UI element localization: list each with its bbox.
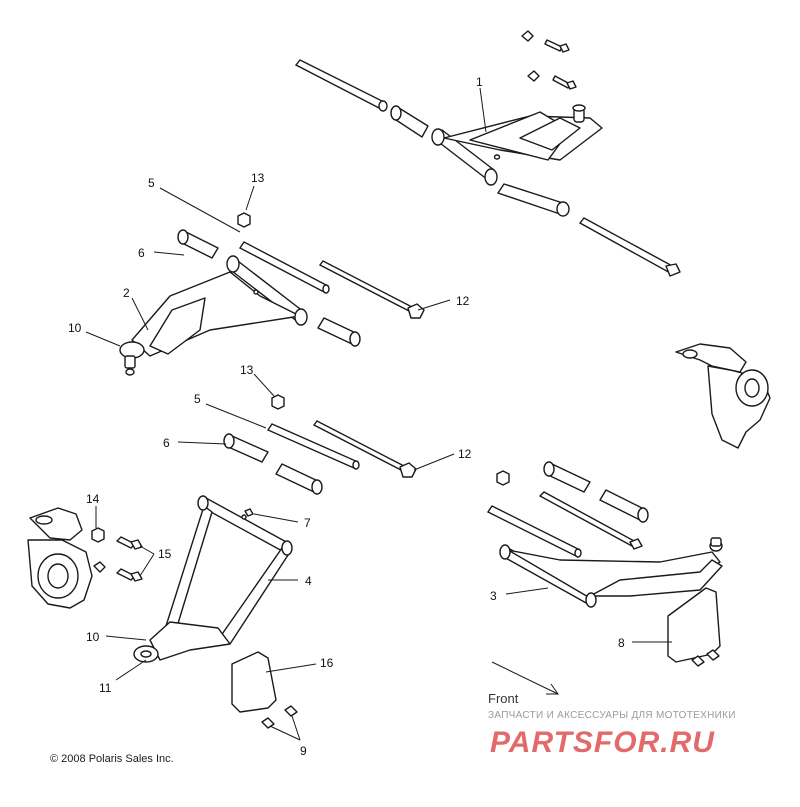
callout-2: 2 [123, 286, 130, 300]
screws-8 [691, 649, 720, 667]
callout-6a: 6 [138, 246, 145, 260]
bushing-6-upper [177, 229, 219, 259]
callout-10b: 10 [86, 630, 100, 644]
callout-12b: 12 [458, 447, 472, 461]
callout-16: 16 [320, 656, 334, 670]
bushing-6-middle [223, 433, 269, 463]
callout-13a: 13 [251, 171, 265, 185]
callout-5a: 5 [148, 176, 155, 190]
shaft-lower-right [486, 505, 582, 558]
front-direction-indicator: Front [488, 661, 559, 706]
nut-14 [91, 527, 105, 543]
steering-knuckle-right [675, 343, 771, 449]
nut-13-upper [237, 212, 251, 228]
bushing-lower-right-b [599, 489, 649, 523]
callout-6b: 6 [163, 436, 170, 450]
callout-numbers: 1 2 3 4 5 5 6 6 7 8 9 10 10 11 12 12 13 … [68, 75, 625, 758]
shaft-5-upper [238, 241, 330, 294]
callout-7: 7 [304, 516, 311, 530]
guard-plate-8 [667, 587, 721, 663]
callout-9: 9 [300, 744, 307, 758]
bushing-middle-lower [275, 463, 323, 495]
bushing-upper-left [390, 105, 429, 138]
nut-lower-right [496, 470, 510, 486]
callout-8: 8 [618, 636, 625, 650]
watermark-logo: PARTSFOR.RU [490, 726, 715, 759]
shaft-5-middle [266, 423, 360, 470]
callout-3: 3 [490, 589, 497, 603]
control-arm-4 [133, 495, 293, 663]
bolts-upper [521, 30, 577, 90]
copyright-text: © 2008 Polaris Sales Inc. [50, 753, 174, 765]
long-rod-upper-right [578, 217, 681, 277]
callout-4: 4 [305, 574, 312, 588]
long-rod-upper-left [294, 59, 388, 112]
screws-9 [261, 705, 298, 729]
callout-12a: 12 [456, 294, 470, 308]
guard-plate-16 [231, 651, 277, 713]
bushing-upper-right [497, 183, 570, 217]
callout-5b: 5 [194, 392, 201, 406]
bushing-middle [317, 317, 361, 347]
front-label: Front [488, 691, 519, 706]
bushing-lower-right-a [543, 461, 591, 493]
control-arm-2 [119, 255, 308, 376]
control-arm-3 [499, 537, 723, 608]
bolt-lower-right [538, 491, 643, 550]
watermark-caption: ЗАПЧАСТИ И АКСЕССУАРЫ ДЛЯ МОТОТЕХНИКИ [488, 710, 736, 721]
watermark: ЗАПЧАСТИ И АКСЕССУАРЫ ДЛЯ МОТОТЕХНИКИ PA… [488, 710, 736, 759]
callout-15: 15 [158, 547, 172, 561]
callout-10a: 10 [68, 321, 82, 335]
callout-14: 14 [86, 492, 100, 506]
nut-13-middle [271, 394, 285, 410]
bolt-12-middle [312, 420, 417, 478]
control-arm-1 [431, 104, 603, 186]
callout-11: 11 [99, 681, 112, 695]
callout-1: 1 [476, 75, 483, 89]
bolt-12-upper [318, 260, 425, 319]
steering-knuckle-left [27, 507, 93, 609]
callout-13b: 13 [240, 363, 254, 377]
grease-fitting-7 [244, 508, 254, 517]
leader-lines [85, 87, 672, 741]
bolts-15 [93, 536, 143, 582]
